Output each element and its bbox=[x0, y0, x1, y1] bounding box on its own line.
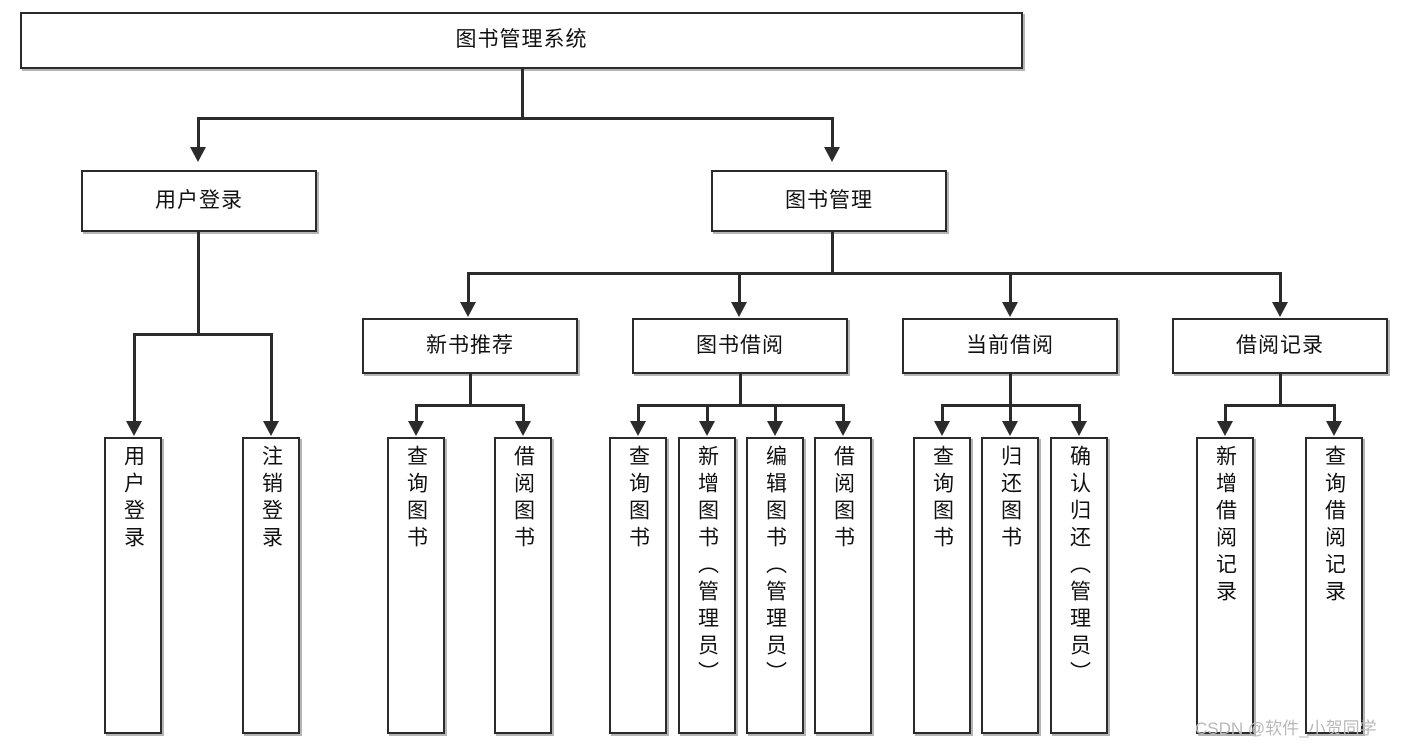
connector-new-book-stem bbox=[469, 374, 472, 406]
connector-drop-leaf-bb-query bbox=[637, 404, 640, 421]
leaf-borrow-book-recommend[interactable]: 借阅图书 bbox=[494, 437, 552, 734]
leaf-user-login[interactable]: 用户登录 bbox=[104, 437, 162, 734]
connector-drop-leaf-bb-add bbox=[706, 404, 709, 421]
connector-level3-drop-current-borrow bbox=[1009, 272, 1012, 302]
arrowhead-leaf-bb-borrow bbox=[835, 421, 851, 436]
leaf-logout[interactable]: 注销登录 bbox=[242, 437, 300, 734]
connector-drop-leaf-bb-borrow bbox=[842, 404, 845, 421]
node-label: 查询图书 bbox=[930, 445, 954, 553]
connector-level2-drop-book-management bbox=[831, 117, 834, 147]
arrowhead-leaf-bb-edit bbox=[767, 421, 783, 436]
connector-level3-bus bbox=[467, 272, 1282, 275]
connector-drop-leaf-cb-query bbox=[941, 404, 944, 421]
leaf-add-book-admin[interactable]: 新增图书（管理员） bbox=[678, 437, 736, 734]
node-label: 借阅图书 bbox=[831, 445, 855, 553]
node-label: 查询图书 bbox=[404, 445, 428, 553]
arrowhead-book-management bbox=[824, 147, 840, 162]
connector-user-login-stem bbox=[197, 232, 200, 335]
node-label: 图书借阅 bbox=[696, 333, 784, 357]
node-book-management[interactable]: 图书管理 bbox=[711, 170, 947, 232]
node-root-book-management-system[interactable]: 图书管理系统 bbox=[20, 12, 1023, 69]
node-label: 借阅图书 bbox=[511, 445, 535, 553]
node-borrow-record[interactable]: 借阅记录 bbox=[1172, 318, 1388, 374]
node-user-login[interactable]: 用户登录 bbox=[81, 170, 317, 232]
leaf-edit-book-admin[interactable]: 编辑图书（管理员） bbox=[746, 437, 804, 734]
connector-drop-leaf-bb-edit bbox=[774, 404, 777, 421]
node-label: 查询图书 bbox=[626, 445, 650, 553]
arrowhead-user-login bbox=[190, 147, 206, 162]
arrowhead-leaf-user-login bbox=[126, 421, 142, 436]
leaf-query-book-borrow[interactable]: 查询图书 bbox=[609, 437, 667, 734]
arrowhead-leaf-logout bbox=[263, 421, 279, 436]
arrowhead-leaf-cb-return bbox=[1002, 421, 1018, 436]
node-label: 查询借阅记录 bbox=[1322, 445, 1346, 607]
leaf-query-borrow-record[interactable]: 查询借阅记录 bbox=[1305, 437, 1363, 734]
node-label: 用户登录 bbox=[121, 445, 145, 553]
connector-level3-drop-borrow-record bbox=[1279, 272, 1282, 302]
connector-book-borrow-stem bbox=[739, 374, 742, 406]
connector-user-login-bus bbox=[133, 333, 273, 336]
connector-level3-drop-new-book bbox=[467, 272, 470, 302]
node-label: 注销登录 bbox=[259, 445, 283, 553]
arrowhead-current-borrow bbox=[1002, 302, 1018, 317]
node-book-borrow[interactable]: 图书借阅 bbox=[632, 318, 848, 374]
arrowhead-leaf-bb-query bbox=[630, 421, 646, 436]
connector-root-stem bbox=[521, 69, 524, 119]
leaf-query-book-current[interactable]: 查询图书 bbox=[913, 437, 971, 734]
node-label: 当前借阅 bbox=[966, 333, 1054, 357]
connector-level3-drop-book-borrow bbox=[738, 272, 741, 302]
connector-book-borrow-bus bbox=[637, 404, 845, 407]
node-new-book-recommend[interactable]: 新书推荐 bbox=[362, 318, 578, 374]
node-current-borrow[interactable]: 当前借阅 bbox=[902, 318, 1118, 374]
node-label: 新增借阅记录 bbox=[1213, 445, 1237, 607]
arrowhead-leaf-cb-query bbox=[934, 421, 950, 436]
node-label: 图书管理系统 bbox=[455, 28, 588, 52]
connector-new-book-bus bbox=[415, 404, 525, 407]
connector-drop-leaf-cb-return bbox=[1009, 404, 1012, 421]
csdn-watermark: CSDN @软件_小贺同学 bbox=[1195, 719, 1377, 738]
leaf-confirm-return-admin[interactable]: 确认归还（管理员） bbox=[1050, 437, 1108, 734]
node-label: 借阅记录 bbox=[1236, 333, 1324, 357]
arrowhead-book-borrow bbox=[731, 302, 747, 317]
connector-drop-leaf-nb-query bbox=[415, 404, 418, 421]
leaf-query-book-recommend[interactable]: 查询图书 bbox=[387, 437, 445, 734]
arrowhead-leaf-bb-add bbox=[699, 421, 715, 436]
connector-current-borrow-stem bbox=[1009, 374, 1012, 406]
node-label: 用户登录 bbox=[155, 188, 243, 212]
connector-level2-bus bbox=[197, 117, 834, 120]
arrowhead-borrow-record bbox=[1272, 302, 1288, 317]
arrowhead-leaf-br-query bbox=[1326, 421, 1342, 436]
arrowhead-leaf-nb-query bbox=[408, 421, 424, 436]
leaf-add-borrow-record[interactable]: 新增借阅记录 bbox=[1196, 437, 1254, 734]
connector-borrow-record-bus bbox=[1224, 404, 1336, 407]
node-label: 新增图书（管理员） bbox=[695, 445, 719, 688]
arrowhead-leaf-br-add bbox=[1217, 421, 1233, 436]
connector-borrow-record-stem bbox=[1279, 374, 1282, 406]
node-label: 新书推荐 bbox=[426, 333, 514, 357]
connector-level2-drop-user-login bbox=[197, 117, 200, 147]
arrowhead-leaf-nb-borrow bbox=[515, 421, 531, 436]
connector-drop-leaf-nb-borrow bbox=[522, 404, 525, 421]
arrowhead-new-book-recommend bbox=[460, 302, 476, 317]
connector-book-management-stem bbox=[831, 232, 834, 274]
leaf-borrow-book[interactable]: 借阅图书 bbox=[814, 437, 872, 734]
node-label: 编辑图书（管理员） bbox=[763, 445, 787, 688]
node-label: 归还图书 bbox=[998, 445, 1022, 553]
connector-drop-leaf-user-login bbox=[133, 333, 136, 421]
arrowhead-leaf-cb-confirm bbox=[1071, 421, 1087, 436]
connector-drop-leaf-cb-confirm bbox=[1078, 404, 1081, 421]
node-label: 图书管理 bbox=[785, 188, 873, 212]
connector-drop-leaf-br-add bbox=[1224, 404, 1227, 421]
connector-drop-leaf-br-query bbox=[1333, 404, 1336, 421]
connector-drop-leaf-logout bbox=[270, 333, 273, 421]
leaf-return-book[interactable]: 归还图书 bbox=[981, 437, 1039, 734]
node-label: 确认归还（管理员） bbox=[1067, 445, 1091, 688]
